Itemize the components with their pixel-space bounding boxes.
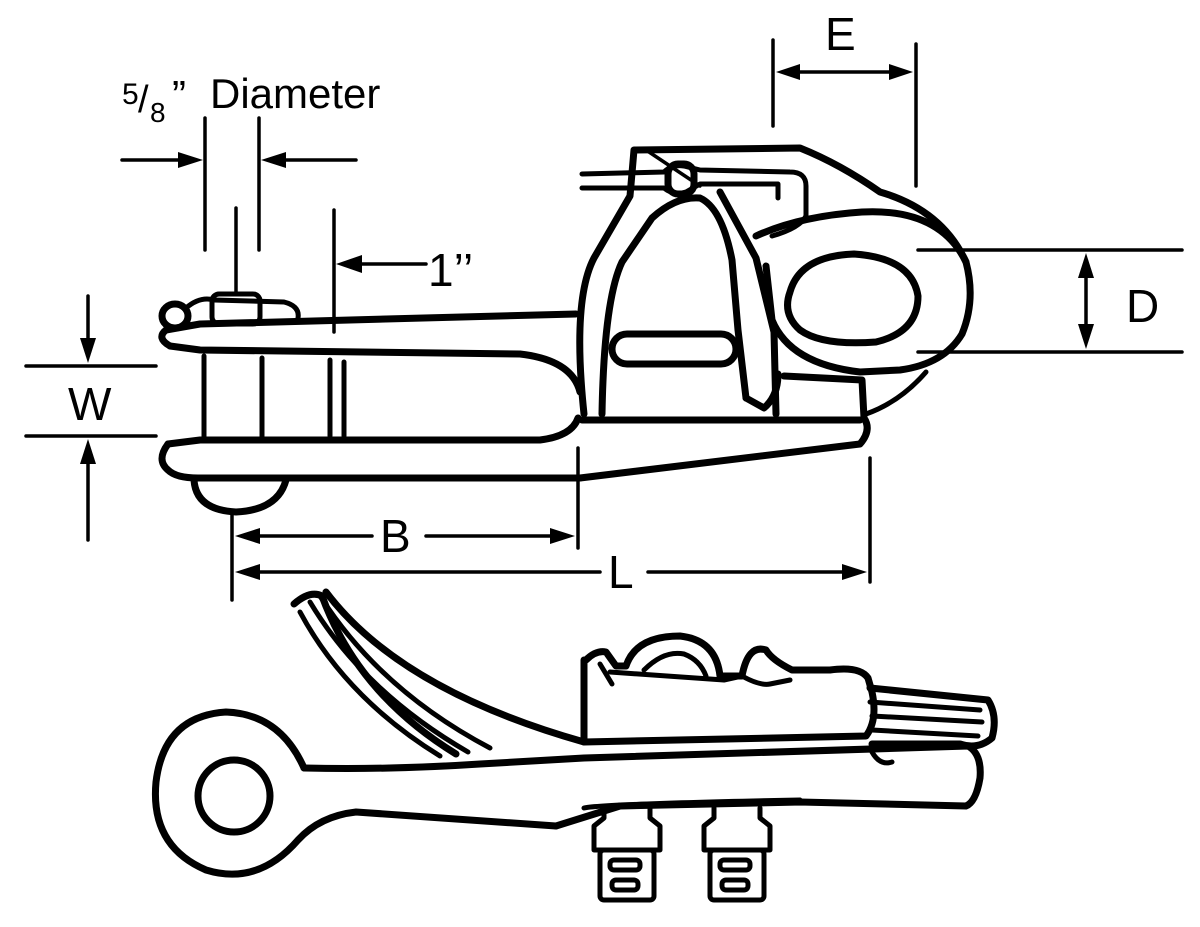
clamp-side-view bbox=[151, 588, 998, 903]
diameter-numerator: 5 bbox=[122, 78, 139, 111]
dimension-l-label: L bbox=[608, 546, 634, 598]
u-bolt-left bbox=[591, 805, 663, 903]
diameter-label: 5 / 8 ” Diameter bbox=[122, 70, 380, 128]
diameter-denominator: 8 bbox=[150, 97, 166, 128]
dimension-lines bbox=[24, 38, 1184, 602]
clevis-pin bbox=[158, 206, 301, 332]
one-inch-label: 1’’ bbox=[428, 244, 473, 296]
diameter-unit: ” bbox=[172, 72, 186, 119]
diameter-slash: / bbox=[138, 79, 149, 121]
dimension-d-label: D bbox=[1126, 280, 1159, 332]
dimension-b-label: B bbox=[380, 510, 411, 562]
diameter-word: Diameter bbox=[210, 70, 380, 117]
dimension-e-label: E bbox=[825, 8, 856, 60]
clamp-top-view bbox=[158, 144, 974, 516]
dimension-w-label: W bbox=[68, 378, 112, 430]
u-bolt-right bbox=[701, 805, 773, 903]
